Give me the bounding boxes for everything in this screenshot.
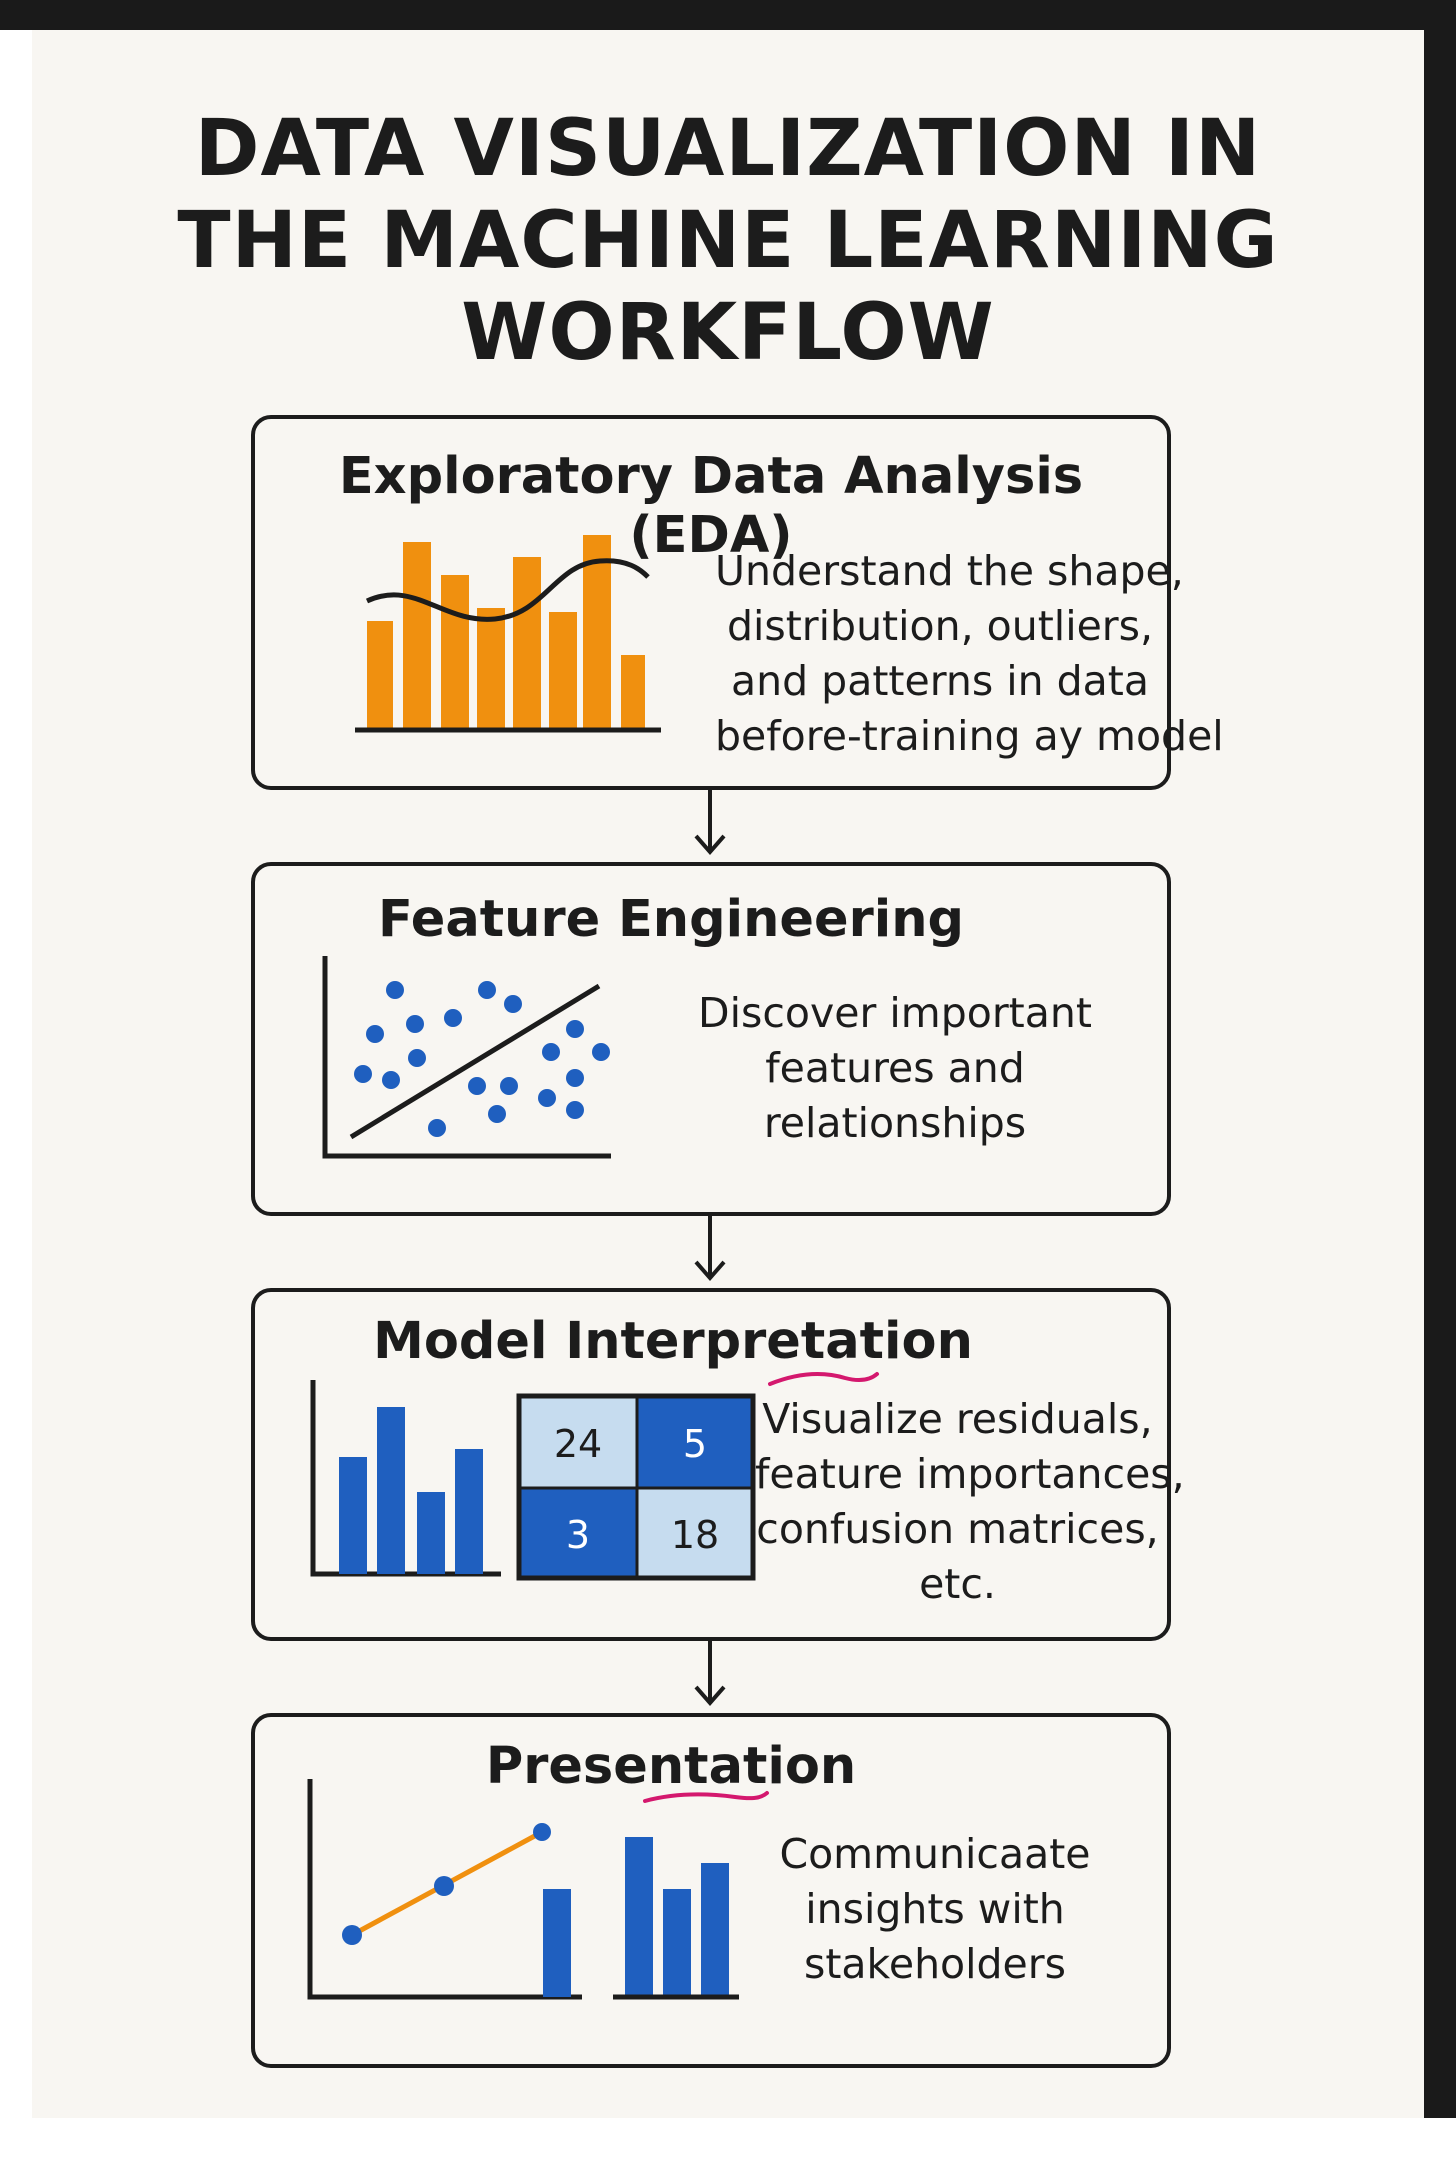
- scatter-point: [542, 1043, 560, 1061]
- down-arrow-icon: [694, 1641, 726, 1707]
- scatter-axes: [322, 956, 611, 1159]
- histogram-bar: [583, 535, 611, 730]
- step-title-model-interpretation: Model Interpretation: [373, 1312, 973, 1371]
- title-underline-mark: [643, 1791, 769, 1803]
- line-point: [434, 1876, 454, 1896]
- matrix-cell-br: 18: [671, 1513, 719, 1557]
- scatter-point: [566, 1101, 584, 1119]
- scatter-point: [468, 1077, 486, 1095]
- scatter-point: [592, 1043, 610, 1061]
- histogram-bar: [513, 557, 541, 730]
- scatter-point: [354, 1065, 372, 1083]
- scatter-point: [488, 1105, 506, 1123]
- scatter-point: [538, 1089, 556, 1107]
- matrix-cell-tl: 24: [554, 1422, 602, 1466]
- scatter-point: [504, 995, 522, 1013]
- step-card-eda: Exploratory Data Analysis (EDA) Understa…: [251, 415, 1224, 790]
- regression-line: [349, 983, 601, 1140]
- page-title: DATA VISUALIZATION IN THE MACHINE LEARNI…: [0, 103, 1456, 379]
- bar: [455, 1449, 483, 1574]
- title-line-1: DATA VISUALIZATION IN: [194, 104, 1262, 194]
- bar: [339, 1457, 367, 1574]
- down-arrow-icon: [694, 790, 726, 856]
- step-card-feature-engineering: Feature Engineering Discover impor: [251, 862, 1171, 1216]
- histogram-bar: [549, 612, 577, 730]
- scatter-plot-icon: [322, 956, 611, 1159]
- confusion-matrix: 24 5 3 18: [516, 1393, 756, 1581]
- line-and-bar-chart-icon: [307, 1779, 769, 2000]
- step-description-feature-engineering: Discover important features and relation…: [698, 989, 1092, 1147]
- step-description-model-interpretation: Visualize residuals, feature importances…: [755, 1395, 1185, 1608]
- scatter-point: [428, 1119, 446, 1137]
- step-description-eda: Understand the shape, distribution, outl…: [715, 547, 1224, 760]
- step-title-presentation: Presentation: [485, 1737, 857, 1796]
- step-title-feature-engineering: Feature Engineering: [377, 890, 965, 949]
- scatter-point: [444, 1009, 462, 1027]
- scatter-point: [382, 1071, 400, 1089]
- top-frame-bar: [0, 0, 1456, 30]
- scatter-point: [566, 1069, 584, 1087]
- bar: [625, 1837, 653, 1997]
- down-arrow-icon: [694, 1216, 726, 1282]
- histogram-with-trend-icon: [355, 535, 661, 733]
- bar: [377, 1407, 405, 1574]
- histogram-bar: [477, 608, 505, 730]
- step-description-presentation: Communicaate insights with stakeholders: [779, 1830, 1091, 1988]
- step-card-model-interpretation: Model Interpretation 24 5 3 18 Visualize…: [251, 1288, 1185, 1641]
- bar-chart-and-confusion-matrix-icon: 24 5 3 18: [310, 1372, 879, 1581]
- bar: [543, 1889, 571, 1997]
- title-line-2: THE MACHINE LEARNING: [177, 196, 1279, 286]
- title-line-3: WORKFLOW: [461, 288, 995, 378]
- matrix-cell-bl: 3: [566, 1513, 590, 1557]
- line-point: [342, 1925, 362, 1945]
- title-underline-mark: [768, 1372, 879, 1386]
- trend-curve: [365, 558, 650, 622]
- scatter-point: [366, 1025, 384, 1043]
- bar: [701, 1863, 729, 1997]
- line-chart-axes: [307, 1779, 582, 2000]
- scatter-point: [386, 981, 404, 999]
- histogram-bar: [403, 542, 431, 730]
- bar: [663, 1889, 691, 1997]
- histogram-bar: [441, 575, 469, 730]
- line-point: [533, 1823, 551, 1841]
- right-frame-bar: [1424, 30, 1456, 2118]
- scatter-point: [500, 1077, 518, 1095]
- scatter-point: [478, 981, 496, 999]
- matrix-cell-tr: 5: [683, 1422, 707, 1466]
- step-card-presentation: Presentation Communicaate insights with …: [251, 1713, 1171, 2068]
- scatter-point: [566, 1020, 584, 1038]
- histogram-bar: [367, 621, 393, 730]
- histogram-bar: [621, 655, 645, 730]
- step-title-eda: Exploratory Data Analysis (EDA): [338, 447, 1084, 565]
- bar: [417, 1492, 445, 1574]
- scatter-point: [406, 1015, 424, 1033]
- scatter-point: [408, 1049, 426, 1067]
